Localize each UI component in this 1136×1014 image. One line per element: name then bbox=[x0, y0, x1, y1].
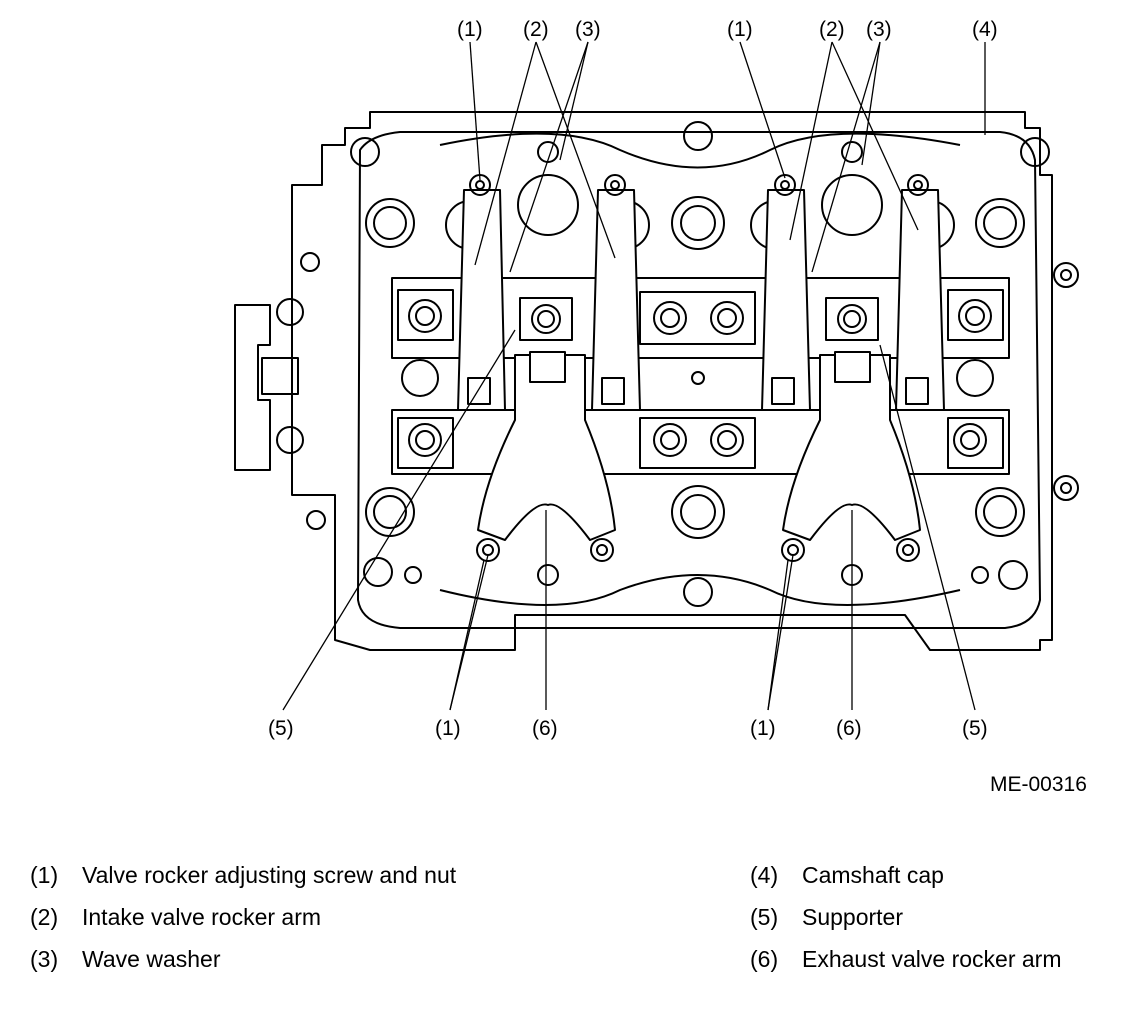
torx-bolts bbox=[350, 121, 1050, 607]
callout-top-3: (3) bbox=[575, 18, 601, 41]
cylinder-head-outline bbox=[291, 111, 1053, 651]
legend-text: Valve rocker adjusting screw and nut bbox=[82, 862, 457, 888]
gasket-top bbox=[439, 132, 961, 169]
gasket-bottom bbox=[439, 574, 961, 606]
figure-id: ME-00316 bbox=[990, 773, 1087, 796]
legend-number: (5) bbox=[750, 904, 779, 930]
callout-top-7: (4) bbox=[972, 18, 998, 41]
legend-left: (1) Valve rocker adjusting screw and nut… bbox=[30, 862, 550, 992]
adjusting-nuts-bottom bbox=[476, 538, 920, 562]
leader-lines bbox=[282, 41, 986, 711]
legend-text: Camshaft cap bbox=[802, 862, 944, 888]
adjusting-nuts-top bbox=[469, 174, 929, 196]
callout-labels: (1) (2) (3) (1) (2) (3) (4) (5) (1) (6) … bbox=[268, 18, 998, 740]
callout-bottom-3: (6) bbox=[532, 717, 558, 740]
legend-number: (6) bbox=[750, 946, 779, 972]
legend-number: (2) bbox=[30, 904, 59, 930]
callout-bottom-6: (5) bbox=[962, 717, 988, 740]
callout-top-2: (2) bbox=[523, 18, 549, 41]
callout-top-4: (1) bbox=[727, 18, 753, 41]
legend-text: Supporter bbox=[802, 904, 904, 930]
cap-bolts bbox=[408, 299, 992, 457]
callout-bottom-2: (1) bbox=[435, 717, 461, 740]
callout-top-1: (1) bbox=[457, 18, 483, 41]
callout-top-6: (3) bbox=[866, 18, 892, 41]
exhaust-rocker-arms bbox=[477, 351, 921, 541]
legend-text: Intake valve rocker arm bbox=[82, 904, 322, 930]
callout-top-5: (2) bbox=[819, 18, 845, 41]
legend-number: (3) bbox=[30, 946, 59, 972]
small-fittings bbox=[276, 141, 994, 586]
spark-plug-tubes bbox=[365, 196, 1025, 539]
legend-right: (4) Camshaft cap (5) Supporter (6) Exhau… bbox=[750, 862, 1120, 992]
legend-text: Exhaust valve rocker arm bbox=[802, 946, 1062, 972]
legend-number: (1) bbox=[30, 862, 59, 888]
inner-housing bbox=[357, 131, 1041, 629]
callout-bottom-4: (1) bbox=[750, 717, 776, 740]
left-flange-port bbox=[261, 357, 299, 395]
cylinder-head-diagram: (1) (2) (3) (1) (2) (3) (4) (5) (1) (6) … bbox=[234, 18, 1079, 740]
left-flange bbox=[234, 304, 271, 471]
callout-bottom-5: (6) bbox=[836, 717, 862, 740]
callout-bottom-1: (5) bbox=[268, 717, 294, 740]
legend-text: Wave washer bbox=[82, 946, 221, 972]
legend-number: (4) bbox=[750, 862, 779, 888]
